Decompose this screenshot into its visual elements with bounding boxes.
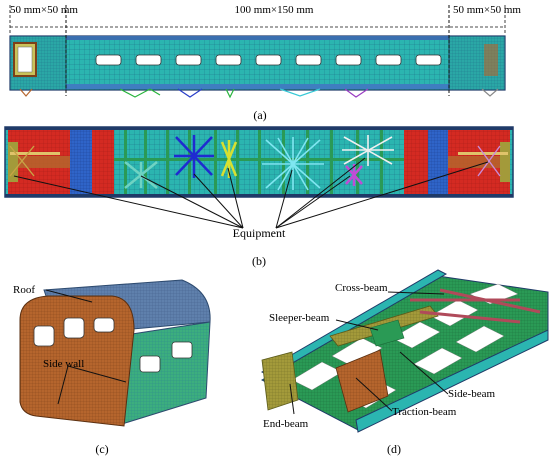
car-windows [95, 54, 442, 66]
equipment-4 [262, 137, 324, 191]
panel-c: Roof Side wall (c) [13, 279, 211, 456]
equipment-8 [9, 145, 35, 177]
equipment-1 [124, 161, 158, 189]
caption-d: (d) [387, 442, 401, 456]
panel-d-leader-lines [289, 291, 449, 415]
panel-c-leader-lines [45, 289, 127, 405]
caption-a: (a) [253, 108, 266, 122]
equipment-label: Equipment [233, 226, 286, 240]
equipment-leader-lines [13, 157, 489, 229]
roof-label: Roof [13, 284, 35, 296]
cross-beam-label: Cross-beam [335, 282, 388, 294]
zone-boundaries [9, 5, 506, 96]
underframe-3d [260, 269, 549, 433]
equipment-7 [477, 145, 501, 177]
panel-a: 50 mm×50 mm 100 mm×150 mm 50 mm×50 mm [9, 4, 521, 122]
dimension-label-right: 50 mm×50 mm [453, 4, 521, 16]
dimension-label-middle: 100 mm×150 mm [235, 4, 314, 16]
underframe-equipment-side [19, 88, 499, 99]
end-beam-label: End-beam [263, 418, 309, 430]
equipment-5 [342, 135, 394, 166]
equipment-2 [174, 135, 214, 178]
side-wall-label: Side wall [43, 358, 84, 370]
caption-c: (c) [95, 442, 108, 456]
dimension-label-left: 50 mm×50 mm [10, 4, 78, 16]
underframe-plan-view [4, 126, 514, 198]
car-body-3d [19, 279, 211, 427]
sleeper-beam-label: Sleeper-beam [269, 312, 330, 324]
equipment-items [9, 135, 501, 191]
caption-b: (b) [252, 254, 266, 268]
side-beam-label: Side-beam [448, 388, 495, 400]
panel-b: Equipment (b) [4, 126, 514, 268]
panel-d: Cross-beam Sleeper-beam Side-beam End-be… [260, 269, 549, 456]
equipment-6 [345, 164, 363, 186]
traction-beam-label: Traction-beam [392, 406, 457, 418]
